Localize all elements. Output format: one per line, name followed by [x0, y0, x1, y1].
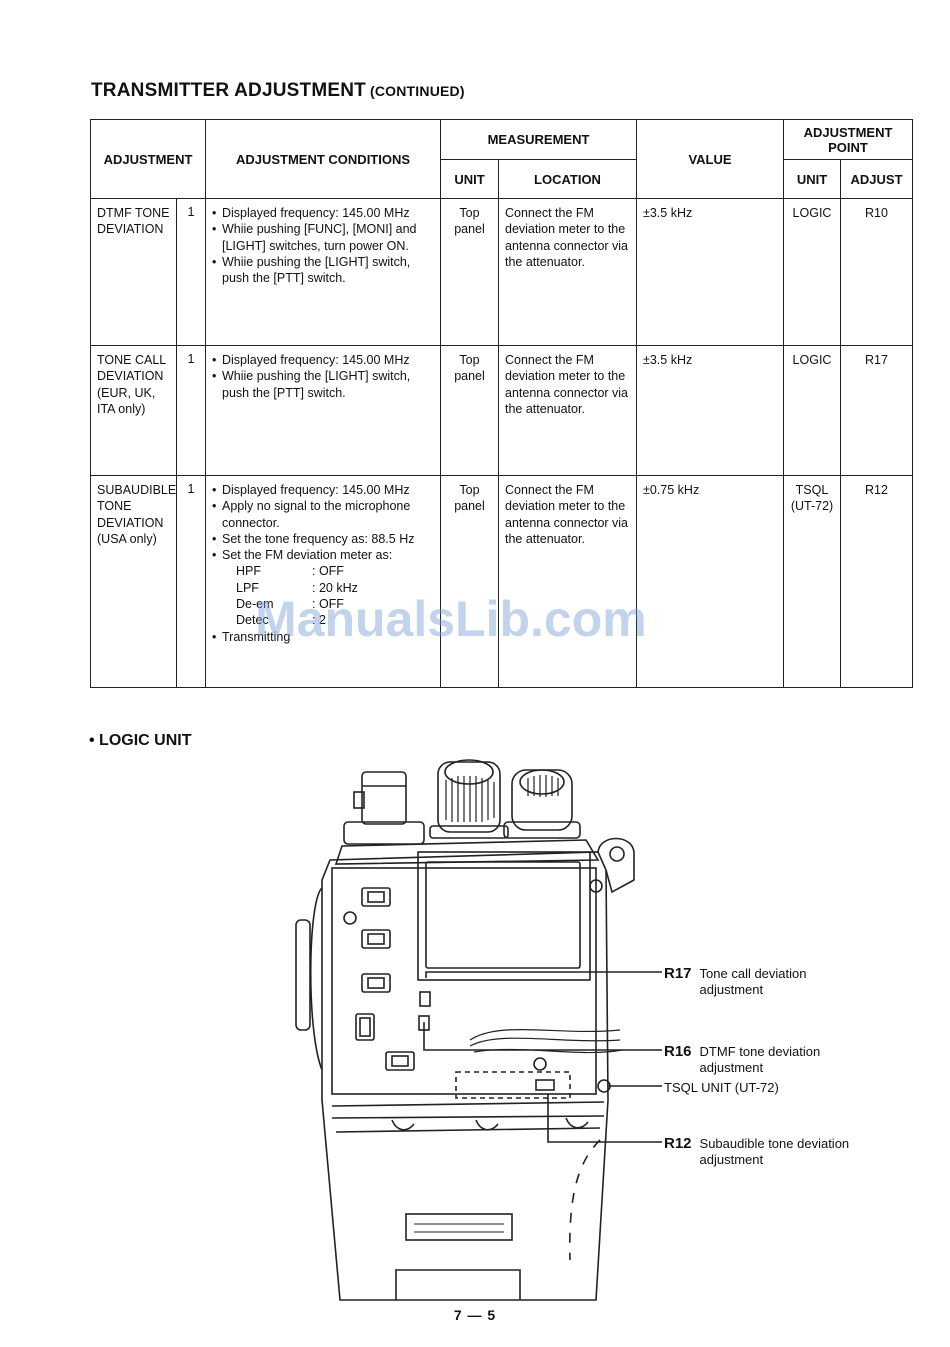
callout-ref: R17 [664, 965, 692, 982]
page-title: TRANSMITTER ADJUSTMENT(CONTINUED) [91, 80, 465, 102]
setting-key: Detec [236, 613, 269, 628]
row-ap-unit: LOGIC [792, 353, 832, 367]
callout-r12: R12 Subaudible tone deviation adjustment [664, 1136, 890, 1168]
row-adjustment-name: SUBAUDIBLE TONE DEVIATION (USA only) [97, 483, 177, 546]
volume-knob-drawing [429, 759, 509, 839]
setting-value: : OFF [312, 564, 344, 579]
callout-tsql-unit: TSQL UNIT (UT-72) [664, 1080, 779, 1096]
row-step: 1 [187, 352, 195, 366]
setting-value: : 20 kHz [312, 580, 358, 595]
condition-item: Whiie pushing the [LIGHT] switch, push t… [212, 368, 434, 401]
condition-item: Displayed frequency: 145.00 MHz [212, 482, 434, 499]
condition-item: Displayed frequency: 145.00 MHz [212, 352, 434, 369]
header-value: VALUE [636, 119, 784, 199]
condition-item: Set the tone frequency as: 88.5 Hz [212, 531, 434, 548]
page-number: 7 — 5 [453, 1307, 497, 1323]
header-adjustment: ADJUSTMENT [90, 119, 206, 199]
channel-knob-drawing [503, 769, 581, 839]
row-adjustment-name: TONE CALL DEVIATION (EUR, UK, ITA only) [97, 353, 166, 416]
row-conditions: Displayed frequency: 145.00 MHz Whiie pu… [212, 205, 434, 286]
row-value: ±0.75 kHz [643, 483, 700, 497]
row-meas-unit: Top panel [454, 353, 485, 384]
table-row: DTMF TONE DEVIATION 1 Displayed frequenc… [90, 198, 914, 346]
meter-setting: LPF : 20 kHz [212, 580, 434, 596]
row-location: Connect the FM deviation meter to the an… [505, 206, 629, 269]
callout-text: DTMF tone deviation adjustment [699, 1044, 821, 1075]
condition-item: Transmitting [212, 629, 434, 646]
callout-text: Subaudible tone deviation adjustment [699, 1136, 850, 1167]
row-ap-adjust: R12 [865, 483, 888, 497]
header-ap-adjust: ADJUST [839, 159, 914, 199]
row-meas-unit: Top panel [454, 483, 485, 514]
setting-value: : 2 [312, 613, 326, 628]
callout-ref: R12 [664, 1135, 692, 1152]
title-suffix: (CONTINUED) [369, 83, 465, 99]
setting-value: : OFF [312, 597, 344, 612]
title-text: TRANSMITTER ADJUSTMENT [91, 80, 366, 101]
callout-ref: R16 [664, 1043, 692, 1060]
meter-setting: HPF : OFF [212, 563, 434, 579]
row-meas-unit: Top panel [454, 206, 485, 237]
condition-item: Whiie pushing [FUNC], [MONI] and [LIGHT]… [212, 221, 434, 254]
row-location: Connect the FM deviation meter to the an… [505, 483, 629, 546]
section-heading-logic-unit: • LOGIC UNIT [89, 732, 192, 749]
callout-text: Tone call deviation adjustment [699, 966, 807, 997]
row-conditions: Displayed frequency: 145.00 MHz Apply no… [212, 482, 434, 645]
callout-r16: R16 DTMF tone deviation adjustment [664, 1044, 850, 1076]
row-ap-unit: TSQL (UT-72) [790, 483, 834, 514]
row-value: ±3.5 kHz [643, 206, 693, 220]
setting-key: LPF [236, 580, 259, 595]
adjustment-table: ADJUSTMENT ADJUSTMENT CONDITIONS MEASURE… [90, 119, 914, 688]
condition-item: Apply no signal to the microphone connec… [212, 498, 434, 531]
row-ap-unit: LOGIC [792, 206, 832, 220]
header-meas-unit: UNIT [440, 159, 499, 199]
callout-text: TSQL UNIT (UT-72) [664, 1080, 779, 1095]
meter-setting: De-em : OFF [212, 596, 434, 612]
row-adjustment-name: DTMF TONE DEVIATION [97, 206, 170, 237]
condition-item: Whiie pushing the [LIGHT] switch, push t… [212, 254, 434, 287]
row-step: 1 [187, 482, 195, 496]
setting-key: De-em [236, 597, 274, 612]
header-location: LOCATION [498, 159, 637, 199]
row-ap-adjust: R17 [865, 353, 888, 367]
table-row: SUBAUDIBLE TONE DEVIATION (USA only) 1 D… [90, 475, 914, 688]
condition-item: Displayed frequency: 145.00 MHz [212, 205, 434, 222]
row-ap-adjust: R10 [865, 206, 888, 220]
table-row: TONE CALL DEVIATION (EUR, UK, ITA only) … [90, 345, 914, 476]
row-conditions: Displayed frequency: 145.00 MHz Whiie pu… [212, 352, 434, 401]
setting-key: HPF [236, 564, 261, 579]
row-location: Connect the FM deviation meter to the an… [505, 353, 629, 416]
header-adjustment-point: ADJUSTMENT POINT [782, 119, 914, 160]
condition-item: Set the FM deviation meter as: [212, 547, 434, 564]
row-value: ±3.5 kHz [643, 353, 693, 367]
row-step: 1 [187, 205, 195, 219]
antenna-connector-drawing [343, 771, 425, 845]
callout-r17: R17 Tone call deviation adjustment [664, 966, 840, 998]
meter-setting: Detec : 2 [212, 612, 434, 628]
